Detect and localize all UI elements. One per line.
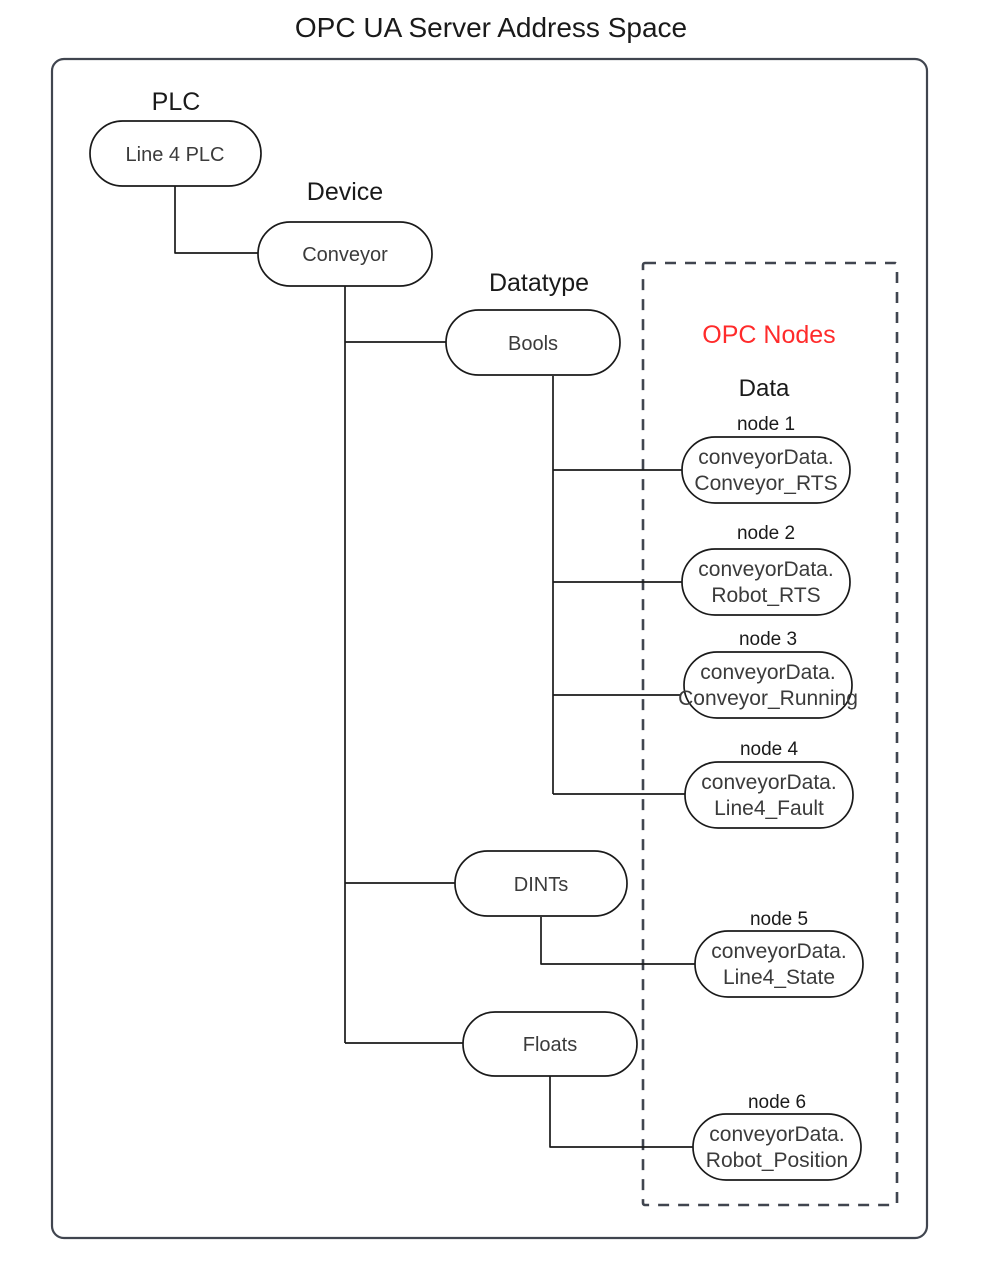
tree-node-datatype-floats[interactable]: Floats — [462, 1011, 638, 1077]
opc-node-1-caption: node 1 — [737, 414, 795, 435]
opc-node-1[interactable]: node 1 conveyorData. Conveyor_RTS — [681, 414, 851, 504]
opc-node-2-caption: node 2 — [737, 523, 795, 544]
connector-plc-to-conveyor — [174, 186, 258, 254]
tree-node-device[interactable]: Conveyor — [257, 221, 433, 287]
group-label-plc: PLC — [152, 88, 201, 116]
opc-node-3[interactable]: node 3 conveyorData. Conveyor_Running — [678, 629, 858, 719]
opc-node-5-shape — [694, 930, 864, 998]
plc-node-shape — [89, 120, 262, 187]
connector-floats-to-node6 — [549, 1076, 695, 1148]
opc-node-5[interactable]: node 5 conveyorData. Line4_State — [694, 909, 864, 998]
tree-node-plc[interactable]: Line 4 PLC — [89, 120, 262, 187]
page-title: OPC UA Server Address Space — [295, 12, 687, 43]
opc-node-6-line2: Robot_Position — [706, 1149, 848, 1172]
opc-node-2-shape — [681, 548, 851, 616]
opc-node-1-line1: conveyorData. — [698, 446, 833, 469]
opc-node-1-shape — [681, 436, 851, 504]
device-node-shape — [257, 221, 433, 287]
device-node-label: Conveyor — [302, 244, 388, 266]
opc-node-3-line1: conveyorData. — [700, 661, 835, 684]
opc-node-3-caption: node 3 — [739, 629, 797, 650]
bools-node-shape — [445, 309, 621, 376]
opc-nodes-dashed-frame — [641, 261, 899, 1207]
opc-node-4-shape — [684, 761, 854, 829]
opc-node-3-shape — [683, 651, 853, 719]
opc-node-1-line2: Conveyor_RTS — [694, 472, 837, 495]
opc-node-4-line1: conveyorData. — [701, 771, 836, 794]
opc-node-6-caption: node 6 — [748, 1092, 806, 1113]
opc-node-4-line2: Line4_Fault — [714, 797, 824, 820]
opc-node-6-shape — [692, 1113, 862, 1181]
opc-node-6-line1: conveyorData. — [709, 1123, 844, 1146]
opc-node-6[interactable]: node 6 conveyorData. Robot_Position — [692, 1092, 862, 1181]
group-label-device: Device — [307, 178, 383, 206]
floats-node-shape — [462, 1011, 638, 1077]
bools-node-label: Bools — [508, 333, 558, 355]
group-label-opc-nodes: OPC Nodes — [702, 321, 835, 349]
opc-node-2-line1: conveyorData. — [698, 558, 833, 581]
tree-node-datatype-dints[interactable]: DINTs — [454, 850, 628, 917]
opc-node-2[interactable]: node 2 conveyorData. Robot_RTS — [681, 523, 851, 616]
opc-node-5-caption: node 5 — [750, 909, 808, 930]
opc-node-4-caption: node 4 — [740, 739, 799, 760]
opc-node-3-line2: Conveyor_Running — [678, 687, 858, 710]
floats-node-label: Floats — [523, 1034, 577, 1056]
opc-node-5-line2: Line4_State — [723, 966, 835, 989]
dints-node-label: DINTs — [514, 874, 568, 896]
group-label-datatype: Datatype — [489, 269, 589, 297]
opc-node-4[interactable]: node 4 conveyorData. Line4_Fault — [684, 739, 854, 829]
opc-node-2-line2: Robot_RTS — [711, 584, 820, 607]
dints-node-shape — [454, 850, 628, 917]
connector-dints-to-node5 — [540, 917, 697, 965]
group-label-data: Data — [739, 375, 790, 402]
plc-node-label: Line 4 PLC — [126, 144, 225, 166]
opc-node-5-line1: conveyorData. — [711, 940, 846, 963]
tree-node-datatype-bools[interactable]: Bools — [445, 309, 621, 376]
